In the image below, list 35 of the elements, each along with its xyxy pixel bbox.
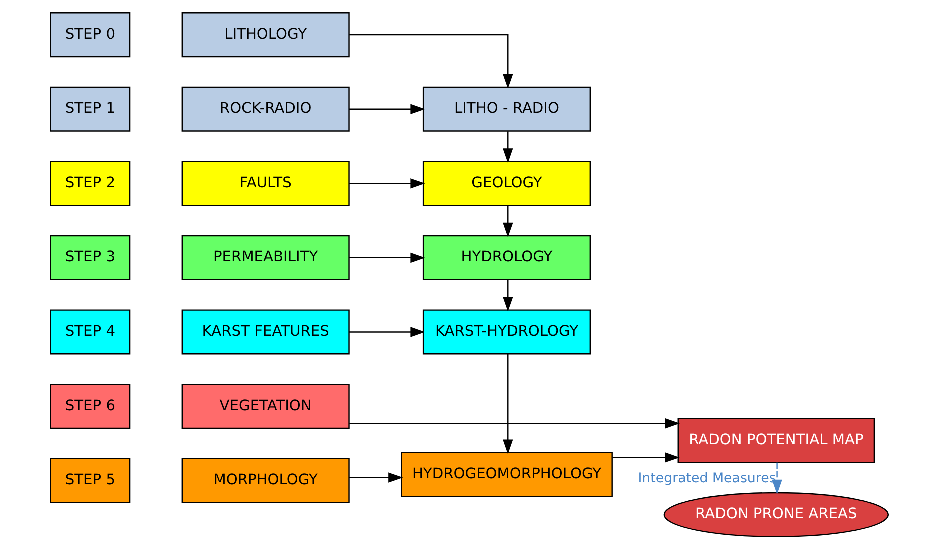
node-box: KARST-HYDROLOGY [422,310,591,355]
node-box: ROCK-RADIO [181,86,350,132]
node-box: HYDROLOGY [422,235,591,280]
arrow [349,327,425,338]
arrow [349,252,425,264]
arrow [349,34,513,89]
arrow [349,178,425,189]
node-box: STEP 3 [50,235,130,280]
node-box: STEP 0 [50,12,130,58]
node-box: PERMEABILITY [181,235,350,280]
arrow [349,418,680,429]
arrow [349,104,425,114]
arrow [612,452,680,463]
arrow [502,132,513,164]
node-box: MORPHOLOGY [181,458,350,504]
node-box: STEP 2 [50,161,130,206]
arrow [502,206,513,238]
node-box: KARST FEATURES [181,310,350,355]
arrow [502,354,513,454]
node-ellipse: RADON PRONE AREAS [663,492,889,538]
node-box: STEP 5 [50,458,130,504]
arrow [502,280,513,312]
edge-label: Integrated Measures [638,471,776,486]
node-box: GEOLOGY [422,161,591,206]
node-box: LITHOLOGY [181,12,350,58]
node-box: RADON POTENTIAL MAP [677,418,875,464]
node-box: STEP 1 [50,86,130,132]
arrow [349,472,403,483]
node-box: VEGETATION [181,384,350,430]
node-box: STEP 6 [50,384,130,430]
node-box: LITHO - RADIO [422,86,591,132]
arrow [772,462,782,494]
node-box: FAULTS [181,161,350,206]
node-box: STEP 4 [50,310,130,355]
node-box: HYDROGEOMORPHOLOGY [400,452,612,498]
